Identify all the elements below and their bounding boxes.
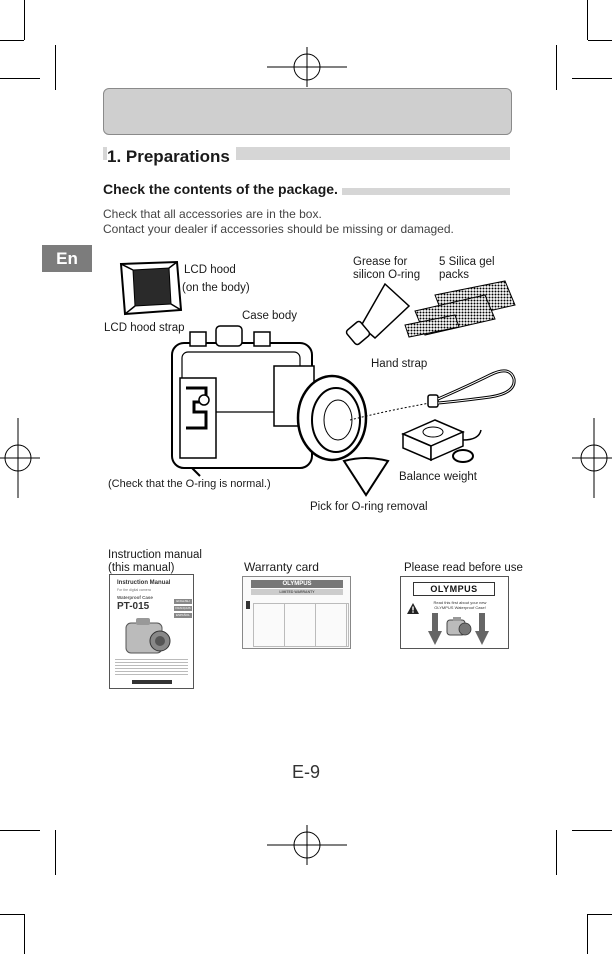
header-bar xyxy=(103,88,512,135)
language-tab: En xyxy=(42,245,92,272)
label-lcd-hood-sub: (on the body) xyxy=(182,282,250,294)
label-read-before: Please read before use xyxy=(404,562,523,574)
manual-model: PT-015 xyxy=(117,601,150,612)
read-card-line1: Read this first about your new xyxy=(433,600,487,605)
warranty-left-col xyxy=(246,601,250,609)
label-balance-weight: Balance weight xyxy=(399,471,477,483)
manual-text-block xyxy=(115,659,188,677)
hand-strap-illustration xyxy=(350,369,516,421)
section-title: 1. Preparations xyxy=(107,146,236,168)
warranty-card: OLYMPUS LIMITED WARRANTY xyxy=(242,576,351,649)
registration-mark-right xyxy=(572,418,612,498)
manual-lang-1: ENGLISH xyxy=(174,599,192,604)
warranty-header xyxy=(251,580,343,588)
warning-triangle-icon xyxy=(407,603,419,614)
oring-pick-illustration xyxy=(342,457,390,497)
case-body-illustration xyxy=(171,325,368,477)
registration-mark-bottom xyxy=(267,825,347,865)
label-manual: Instruction manual xyxy=(108,549,202,561)
silica-gel-illustration xyxy=(404,280,516,338)
label-warranty: Warranty card xyxy=(244,560,319,574)
manual-lang-2: FRANÇAIS xyxy=(174,606,192,611)
warranty-brand: OLYMPUS xyxy=(282,581,312,587)
arrow-down-right-icon xyxy=(475,613,489,645)
label-silica: 5 Silica gel xyxy=(439,256,495,268)
subsection-title: Check the contents of the package. xyxy=(103,181,338,197)
manual-lang-3: ESPAÑOL xyxy=(174,613,192,618)
manual-sub2: Waterproof Case xyxy=(117,595,153,600)
registration-mark-top xyxy=(267,47,347,87)
warranty-heading: LIMITED WARRANTY xyxy=(251,589,343,595)
manual-cover: Instruction Manual For the digital camer… xyxy=(109,574,194,689)
label-pick: Pick for O-ring removal xyxy=(310,501,428,513)
label-hand-strap: Hand strap xyxy=(371,358,428,370)
manual-heading: Instruction Manual xyxy=(117,580,171,586)
manual-camera-photo xyxy=(125,618,171,654)
body-line-2: Contact your dealer if accessories shoul… xyxy=(103,222,454,236)
registration-mark-left xyxy=(0,418,40,498)
label-silica-sub: packs xyxy=(439,269,470,281)
label-oring-note: (Check that the O-ring is normal.) xyxy=(108,478,271,490)
balance-weight-illustration xyxy=(401,419,482,463)
read-card-line2: OLYMPUS Waterproof Case! xyxy=(434,605,486,610)
body-line-1: Check that all accessories are in the bo… xyxy=(103,207,322,221)
manual-footer-bar xyxy=(132,680,172,684)
read-card-brand: OLYMPUS xyxy=(413,582,495,596)
label-case-body: Case body xyxy=(242,310,297,322)
label-lcd-hood: LCD hood xyxy=(184,264,236,276)
warranty-table xyxy=(253,603,349,647)
page-number: E-9 xyxy=(292,762,321,782)
subsection-bar xyxy=(342,188,510,195)
label-grease: Grease for xyxy=(353,256,408,268)
lcd-hood-illustration xyxy=(119,260,183,316)
camera-case-icon xyxy=(446,617,472,636)
label-grease-sub: silicon O-ring xyxy=(353,269,421,281)
manual-sub1: For the digital camera xyxy=(117,588,151,592)
label-manual-sub: (this manual) xyxy=(108,562,175,574)
grease-tube-illustration xyxy=(345,282,411,346)
label-lcd-hood-strap: LCD hood strap xyxy=(104,322,185,334)
arrow-down-left-icon xyxy=(428,613,442,645)
read-before-card: OLYMPUS Read this first about your new O… xyxy=(400,576,509,649)
